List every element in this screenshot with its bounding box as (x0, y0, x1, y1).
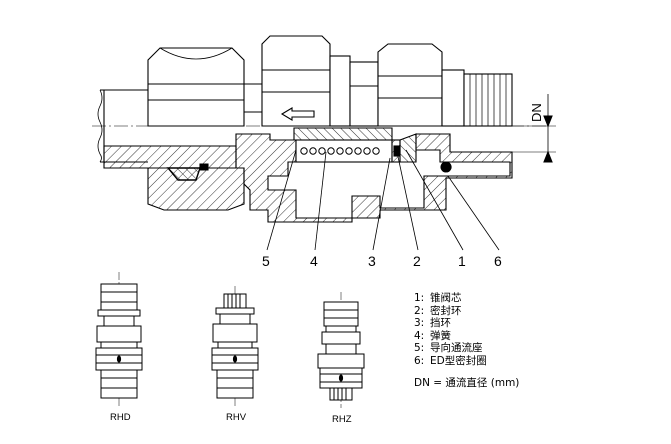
legend-text: 密封环 (430, 304, 462, 317)
legend-number: 4: (414, 329, 425, 342)
legend-item: 2: 密封环 (414, 305, 487, 318)
legend-number: 2: (414, 304, 425, 317)
variant-rhd-drawing (95, 272, 143, 408)
dn-definition-note: DN = 通流直径 (mm) (414, 377, 520, 389)
legend-item: 3: 挡环 (414, 317, 487, 330)
legend-number: 1: (414, 292, 425, 304)
legend-number: 5: (414, 342, 425, 354)
legend-number: 3: (414, 317, 425, 329)
legend-text: 挡环 (430, 317, 451, 329)
variant-rhv-drawing (211, 286, 259, 408)
callout-6: 6 (494, 253, 502, 269)
main-section-view (92, 35, 556, 251)
callout-4: 4 (310, 253, 318, 269)
legend-text: 锥阀芯 (430, 292, 462, 304)
legend-text: 导向通流座 (430, 342, 483, 354)
variant-label-rhd: RHD (110, 412, 131, 423)
callout-5: 5 (262, 253, 270, 269)
callout-3: 3 (368, 253, 376, 269)
variant-rhz-drawing (317, 292, 365, 408)
legend-item: 1: 锥阀芯 (414, 292, 487, 305)
variant-label-rhz: RHZ (332, 414, 352, 425)
legend-text: ED型密封圈 (430, 354, 487, 367)
callout-numbers: 5 4 3 2 1 6 (262, 253, 502, 269)
callout-1: 1 (458, 253, 466, 269)
legend-text: 弹簧 (430, 329, 451, 342)
legend-item: 5: 导向通流座 (414, 342, 487, 355)
callout-2: 2 (413, 253, 421, 269)
legend-item: 6: ED型密封圈 (414, 355, 487, 368)
legend-number: 6: (414, 354, 425, 367)
parts-legend: 1: 锥阀芯 2: 密封环 3: 挡环 4: 弹簧 5: 导向通流座 6: ED型密封圈 (414, 292, 487, 367)
legend-item: 4: 弹簧 (414, 330, 487, 343)
variant-label-rhv: RHV (226, 412, 247, 423)
dn-dimension-label: DN (529, 103, 544, 122)
